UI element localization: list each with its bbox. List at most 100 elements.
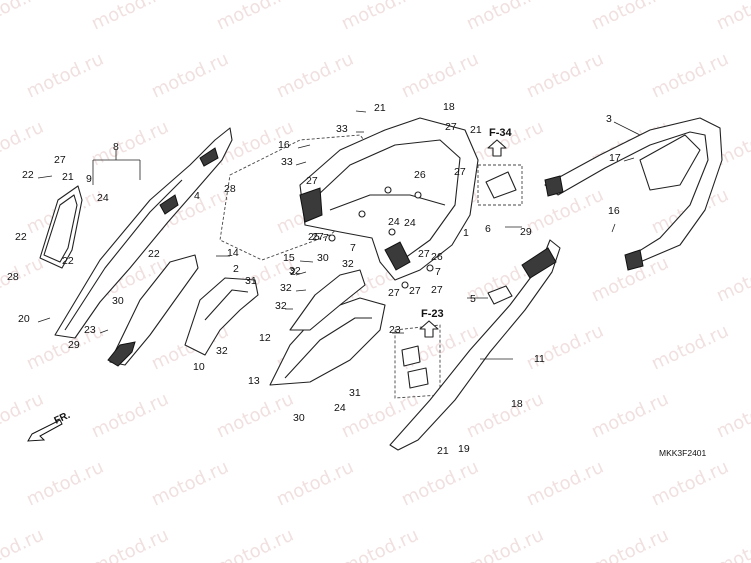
ref-f23: F-23 bbox=[421, 308, 444, 320]
callout-27: 27 bbox=[418, 248, 430, 260]
callout-leader bbox=[295, 271, 307, 276]
callout-21: 21 bbox=[62, 171, 74, 183]
watermark-text: motod.ru bbox=[588, 389, 672, 443]
callout-27: 27 bbox=[454, 166, 466, 178]
part-6-bracket bbox=[477, 164, 523, 305]
part-3-grab-rail bbox=[544, 117, 723, 271]
watermark-text: motod.ru bbox=[648, 321, 732, 375]
watermark-text: motod.ru bbox=[713, 389, 751, 443]
front-label: FR. bbox=[53, 410, 72, 427]
diagram-code: MKK3F2401 bbox=[659, 448, 707, 458]
callout-27: 27 bbox=[409, 285, 421, 297]
callout-7: 7 bbox=[435, 266, 441, 278]
callout-21: 21 bbox=[470, 124, 482, 136]
part-14-15-lower-center-cover bbox=[269, 269, 386, 386]
watermark-text: motod.ru bbox=[273, 457, 357, 511]
part-5-clip bbox=[487, 285, 513, 305]
watermark-text: motod.ru bbox=[213, 389, 297, 443]
callout-27: 27 bbox=[388, 287, 400, 299]
callout-8: 8 bbox=[113, 141, 119, 153]
watermark-text: motod.ru bbox=[523, 49, 607, 103]
watermark-text: motod.ru bbox=[713, 0, 751, 35]
watermark-text: motod.ru bbox=[88, 0, 172, 35]
watermark-text: motod.ru bbox=[273, 49, 357, 103]
callout-12: 12 bbox=[259, 332, 271, 344]
ref-f23-arrow bbox=[419, 320, 439, 338]
callout-32: 32 bbox=[280, 282, 292, 294]
callout-leader bbox=[37, 175, 53, 179]
watermark-text: motod.ru bbox=[213, 525, 297, 563]
callout-22: 22 bbox=[22, 169, 34, 181]
callout-leader bbox=[355, 110, 367, 113]
callout-22: 22 bbox=[15, 231, 27, 243]
watermark-text: motod.ru bbox=[523, 321, 607, 375]
callout-1: 1 bbox=[463, 227, 469, 239]
callout-27: 27 bbox=[431, 284, 443, 296]
callout-31: 31 bbox=[245, 275, 257, 287]
callout-21: 21 bbox=[437, 445, 449, 457]
callout-21: 21 bbox=[374, 102, 386, 114]
callout-10: 10 bbox=[193, 361, 205, 373]
watermark-text: motod.ru bbox=[0, 117, 47, 171]
watermark-text: motod.ru bbox=[713, 525, 751, 563]
callout-27: 27 bbox=[54, 154, 66, 166]
callout-30: 30 bbox=[112, 295, 124, 307]
watermark-text: motod.ru bbox=[148, 457, 232, 511]
callout-32: 32 bbox=[275, 300, 287, 312]
part-12-lower-cover bbox=[107, 254, 199, 367]
callout-29: 29 bbox=[520, 226, 532, 238]
callout-leader bbox=[611, 223, 616, 233]
callout-7: 7 bbox=[350, 242, 356, 254]
watermark-text: motod.ru bbox=[338, 525, 422, 563]
callout-20: 20 bbox=[18, 313, 30, 325]
callout-22: 22 bbox=[62, 255, 74, 267]
watermark-text: motod.ru bbox=[398, 457, 482, 511]
subframe-assembly bbox=[219, 117, 479, 289]
callout-28: 28 bbox=[7, 271, 19, 283]
ref-f34: F-34 bbox=[489, 127, 513, 139]
callout-22: 22 bbox=[148, 248, 160, 260]
callout-24: 24 bbox=[97, 192, 109, 204]
callout-18: 18 bbox=[511, 398, 523, 410]
watermark-text: motod.ru bbox=[398, 49, 482, 103]
watermark-text: motod.ru bbox=[88, 525, 172, 563]
callout-26: 26 bbox=[431, 251, 443, 263]
watermark-text: motod.ru bbox=[463, 525, 547, 563]
part-8-left-rear-cover bbox=[54, 127, 233, 339]
callout-32: 32 bbox=[216, 345, 228, 357]
watermark-text: motod.ru bbox=[213, 0, 297, 35]
watermark-text: motod.ru bbox=[0, 525, 47, 563]
callout-leader bbox=[37, 317, 51, 323]
leader-lines bbox=[92, 121, 641, 360]
callout-leader bbox=[295, 289, 307, 292]
callout-14: 14 bbox=[227, 247, 239, 259]
callout-16: 16 bbox=[278, 139, 290, 151]
callout-30: 30 bbox=[293, 412, 305, 424]
watermark-text: motod.ru bbox=[588, 0, 672, 35]
watermark-text: motod.ru bbox=[463, 389, 547, 443]
watermark-text: motod.ru bbox=[648, 457, 732, 511]
callout-19: 19 bbox=[458, 443, 470, 455]
watermark-text: motod.ru bbox=[23, 49, 107, 103]
watermark-text: motod.ru bbox=[23, 457, 107, 511]
callout-26: 26 bbox=[414, 169, 426, 181]
callout-17: 17 bbox=[609, 152, 621, 164]
callout-31: 31 bbox=[349, 387, 361, 399]
callout-13: 13 bbox=[248, 375, 260, 387]
callout-33: 33 bbox=[336, 123, 348, 135]
callout-2: 2 bbox=[233, 263, 239, 275]
front-arrow: FR. bbox=[27, 410, 72, 442]
watermark-text: motod.ru bbox=[0, 0, 47, 35]
callout-28: 28 bbox=[224, 183, 236, 195]
callout-leader bbox=[295, 161, 307, 166]
callout-25: 25 bbox=[308, 231, 320, 243]
callout-leader bbox=[623, 157, 635, 162]
callout-11: 11 bbox=[534, 353, 545, 365]
callout-29: 29 bbox=[68, 339, 80, 351]
watermark-text: motod.ru bbox=[88, 389, 172, 443]
callout-6: 6 bbox=[485, 223, 491, 235]
watermark-text: motod.ru bbox=[338, 0, 422, 35]
callout-27: 27 bbox=[312, 231, 324, 243]
